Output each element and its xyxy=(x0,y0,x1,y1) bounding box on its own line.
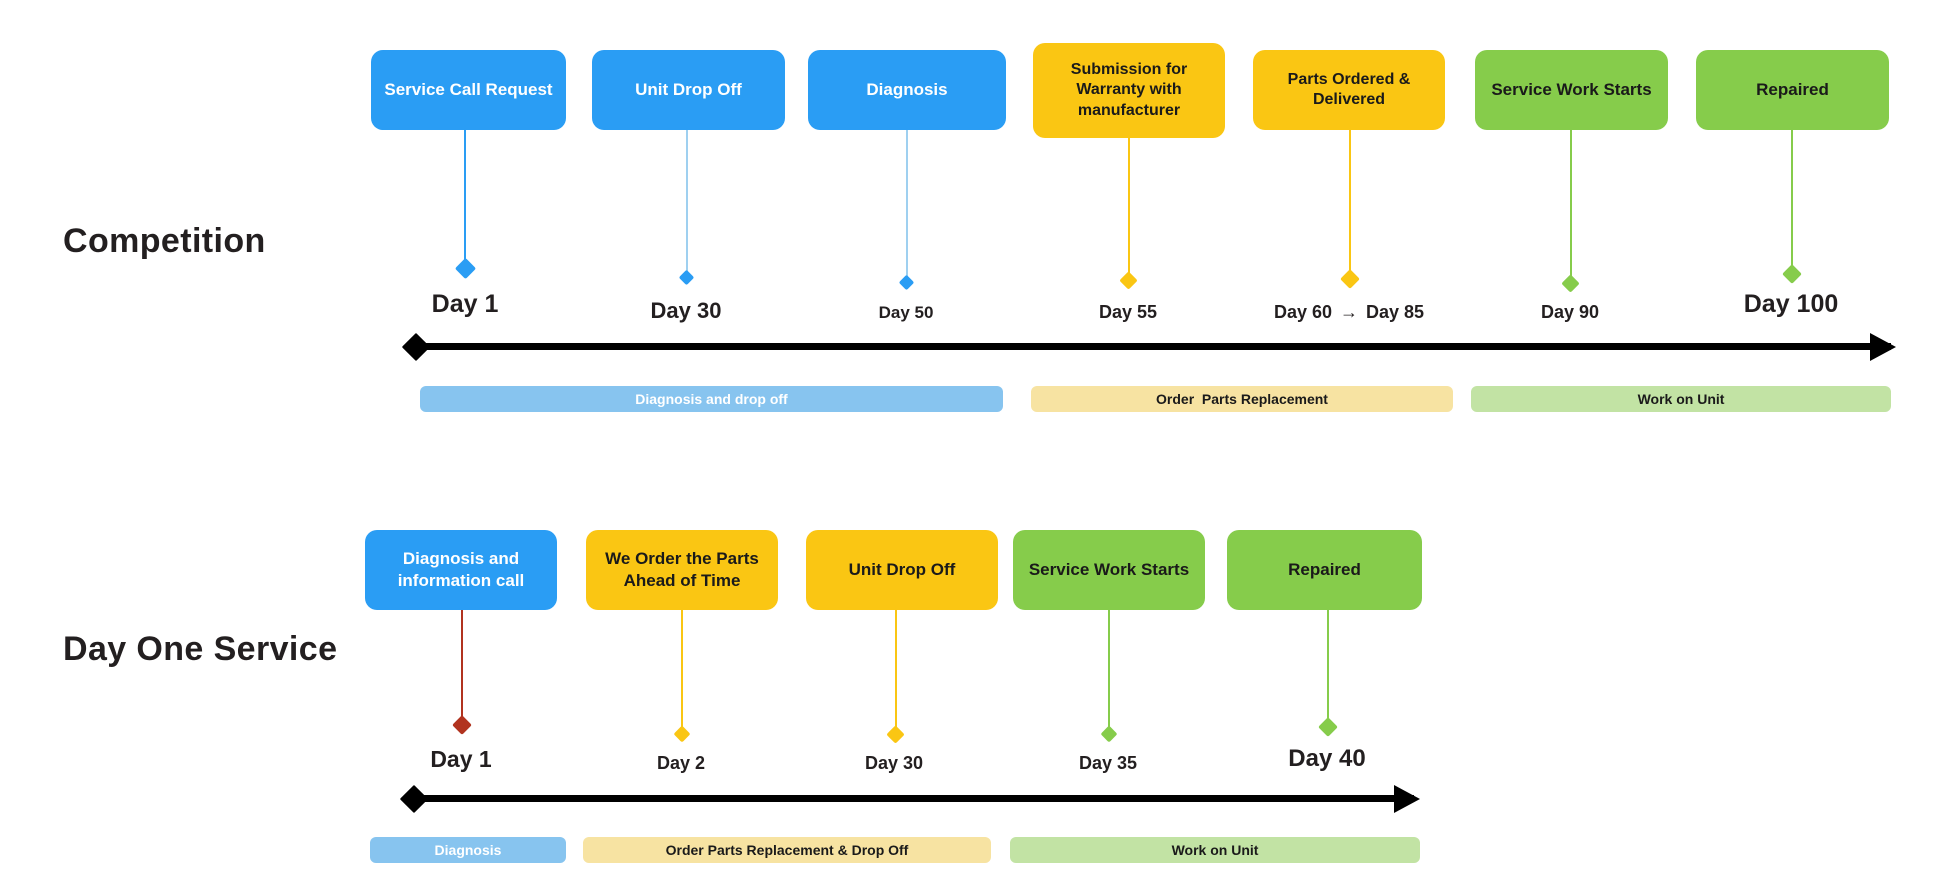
milestone-marker-day-50 xyxy=(898,274,915,291)
section-title-day-one-service: Day One Service xyxy=(63,630,338,668)
milestone-marker-day-60 xyxy=(1340,269,1360,289)
connector-stem-submission-for-warranty xyxy=(1128,138,1130,280)
phase-bar-work-on-unit[interactable]: Work on Unit xyxy=(1471,386,1891,412)
day-label-day-90: Day 90 xyxy=(1540,302,1600,322)
connector-stem-we-order-the-parts xyxy=(681,610,683,733)
day-label-day-30: Day 30 xyxy=(650,298,722,323)
phase-bar-dayone-work-on-unit[interactable]: Work on Unit xyxy=(1010,837,1420,863)
connector-stem-diagnosis xyxy=(906,130,908,282)
milestone-box-diagnosis[interactable]: Diagnosis xyxy=(808,50,1006,130)
milestone-box-unit-drop-off[interactable]: Unit Drop Off xyxy=(592,50,785,130)
connector-stem-service-work-starts-dayone xyxy=(1108,610,1110,733)
day-label-range-end: Day 85 xyxy=(1366,302,1425,322)
day-label-day-50: Day 50 xyxy=(878,303,934,322)
connector-stem-service-call-request xyxy=(464,130,466,267)
day-label-day-60-to-85: Day 60 → Day 85 xyxy=(1274,302,1424,323)
day-label-dayone-day-2: Day 2 xyxy=(656,753,706,773)
axis-arrowhead-competition xyxy=(1870,333,1896,361)
day-label-day-55: Day 55 xyxy=(1098,302,1158,322)
axis-arrowhead-dayone xyxy=(1394,785,1420,813)
milestone-box-diagnosis-and-information-call[interactable]: Diagnosis and information call xyxy=(365,530,557,610)
connector-stem-parts-ordered-delivered xyxy=(1349,130,1351,280)
day-label-range-start: Day 60 xyxy=(1273,302,1332,322)
day-label-day-100: Day 100 xyxy=(1743,290,1839,318)
milestone-box-service-work-starts[interactable]: Service Work Starts xyxy=(1475,50,1668,130)
day-label-day-1: Day 1 xyxy=(431,290,499,318)
range-arrow-icon: → xyxy=(1340,302,1358,322)
milestone-box-submission-for-warranty[interactable]: Submission for Warranty with manufacture… xyxy=(1033,43,1225,138)
day-label-dayone-day-1: Day 1 xyxy=(430,746,492,772)
milestone-marker-dayone-day-40 xyxy=(1318,717,1338,737)
connector-stem-unit-drop-off xyxy=(686,130,688,277)
phase-bar-dayone-order-parts-replacement-drop-off[interactable]: Order Parts Replacement & Drop Off xyxy=(583,837,991,863)
milestone-marker-day-30 xyxy=(678,269,695,286)
milestone-marker-dayone-day-30 xyxy=(886,725,905,744)
milestone-marker-dayone-day-35 xyxy=(1100,725,1118,743)
phase-bar-diagnosis-and-drop-off[interactable]: Diagnosis and drop off xyxy=(420,386,1003,412)
milestone-box-we-order-the-parts-ahead-of-time[interactable]: We Order the Parts Ahead of Time xyxy=(586,530,778,610)
connector-stem-repaired-dayone xyxy=(1327,610,1329,725)
connector-stem-service-work-starts xyxy=(1570,130,1572,282)
day-label-dayone-day-40: Day 40 xyxy=(1288,745,1366,772)
phase-bar-dayone-diagnosis[interactable]: Diagnosis xyxy=(370,837,566,863)
milestone-marker-dayone-day-2 xyxy=(673,725,691,743)
milestone-box-parts-ordered-delivered[interactable]: Parts Ordered & Delivered xyxy=(1253,50,1445,130)
connector-stem-diagnosis-and-information-call xyxy=(461,610,463,723)
section-title-competition: Competition xyxy=(63,222,266,260)
phase-bar-order-parts-replacement[interactable]: Order Parts Replacement xyxy=(1031,386,1453,412)
milestone-marker-day-90 xyxy=(1561,274,1580,293)
axis-line-competition xyxy=(416,343,1891,350)
milestone-marker-day-1 xyxy=(454,257,477,280)
connector-stem-repaired xyxy=(1791,130,1793,272)
day-label-dayone-day-30: Day 30 xyxy=(864,753,924,773)
milestone-box-service-call-request[interactable]: Service Call Request xyxy=(371,50,566,130)
milestone-box-repaired-dayone[interactable]: Repaired xyxy=(1227,530,1422,610)
milestone-marker-day-55 xyxy=(1119,271,1138,290)
milestone-box-service-work-starts-dayone[interactable]: Service Work Starts xyxy=(1013,530,1205,610)
connector-stem-unit-drop-off-dayone xyxy=(895,610,897,733)
milestone-marker-day-100 xyxy=(1782,264,1802,284)
axis-line-dayone xyxy=(414,795,1414,802)
day-label-dayone-day-35: Day 35 xyxy=(1078,753,1138,773)
milestone-marker-dayone-day-1 xyxy=(452,715,472,735)
milestone-box-repaired[interactable]: Repaired xyxy=(1696,50,1889,130)
milestone-box-unit-drop-off-dayone[interactable]: Unit Drop Off xyxy=(806,530,998,610)
